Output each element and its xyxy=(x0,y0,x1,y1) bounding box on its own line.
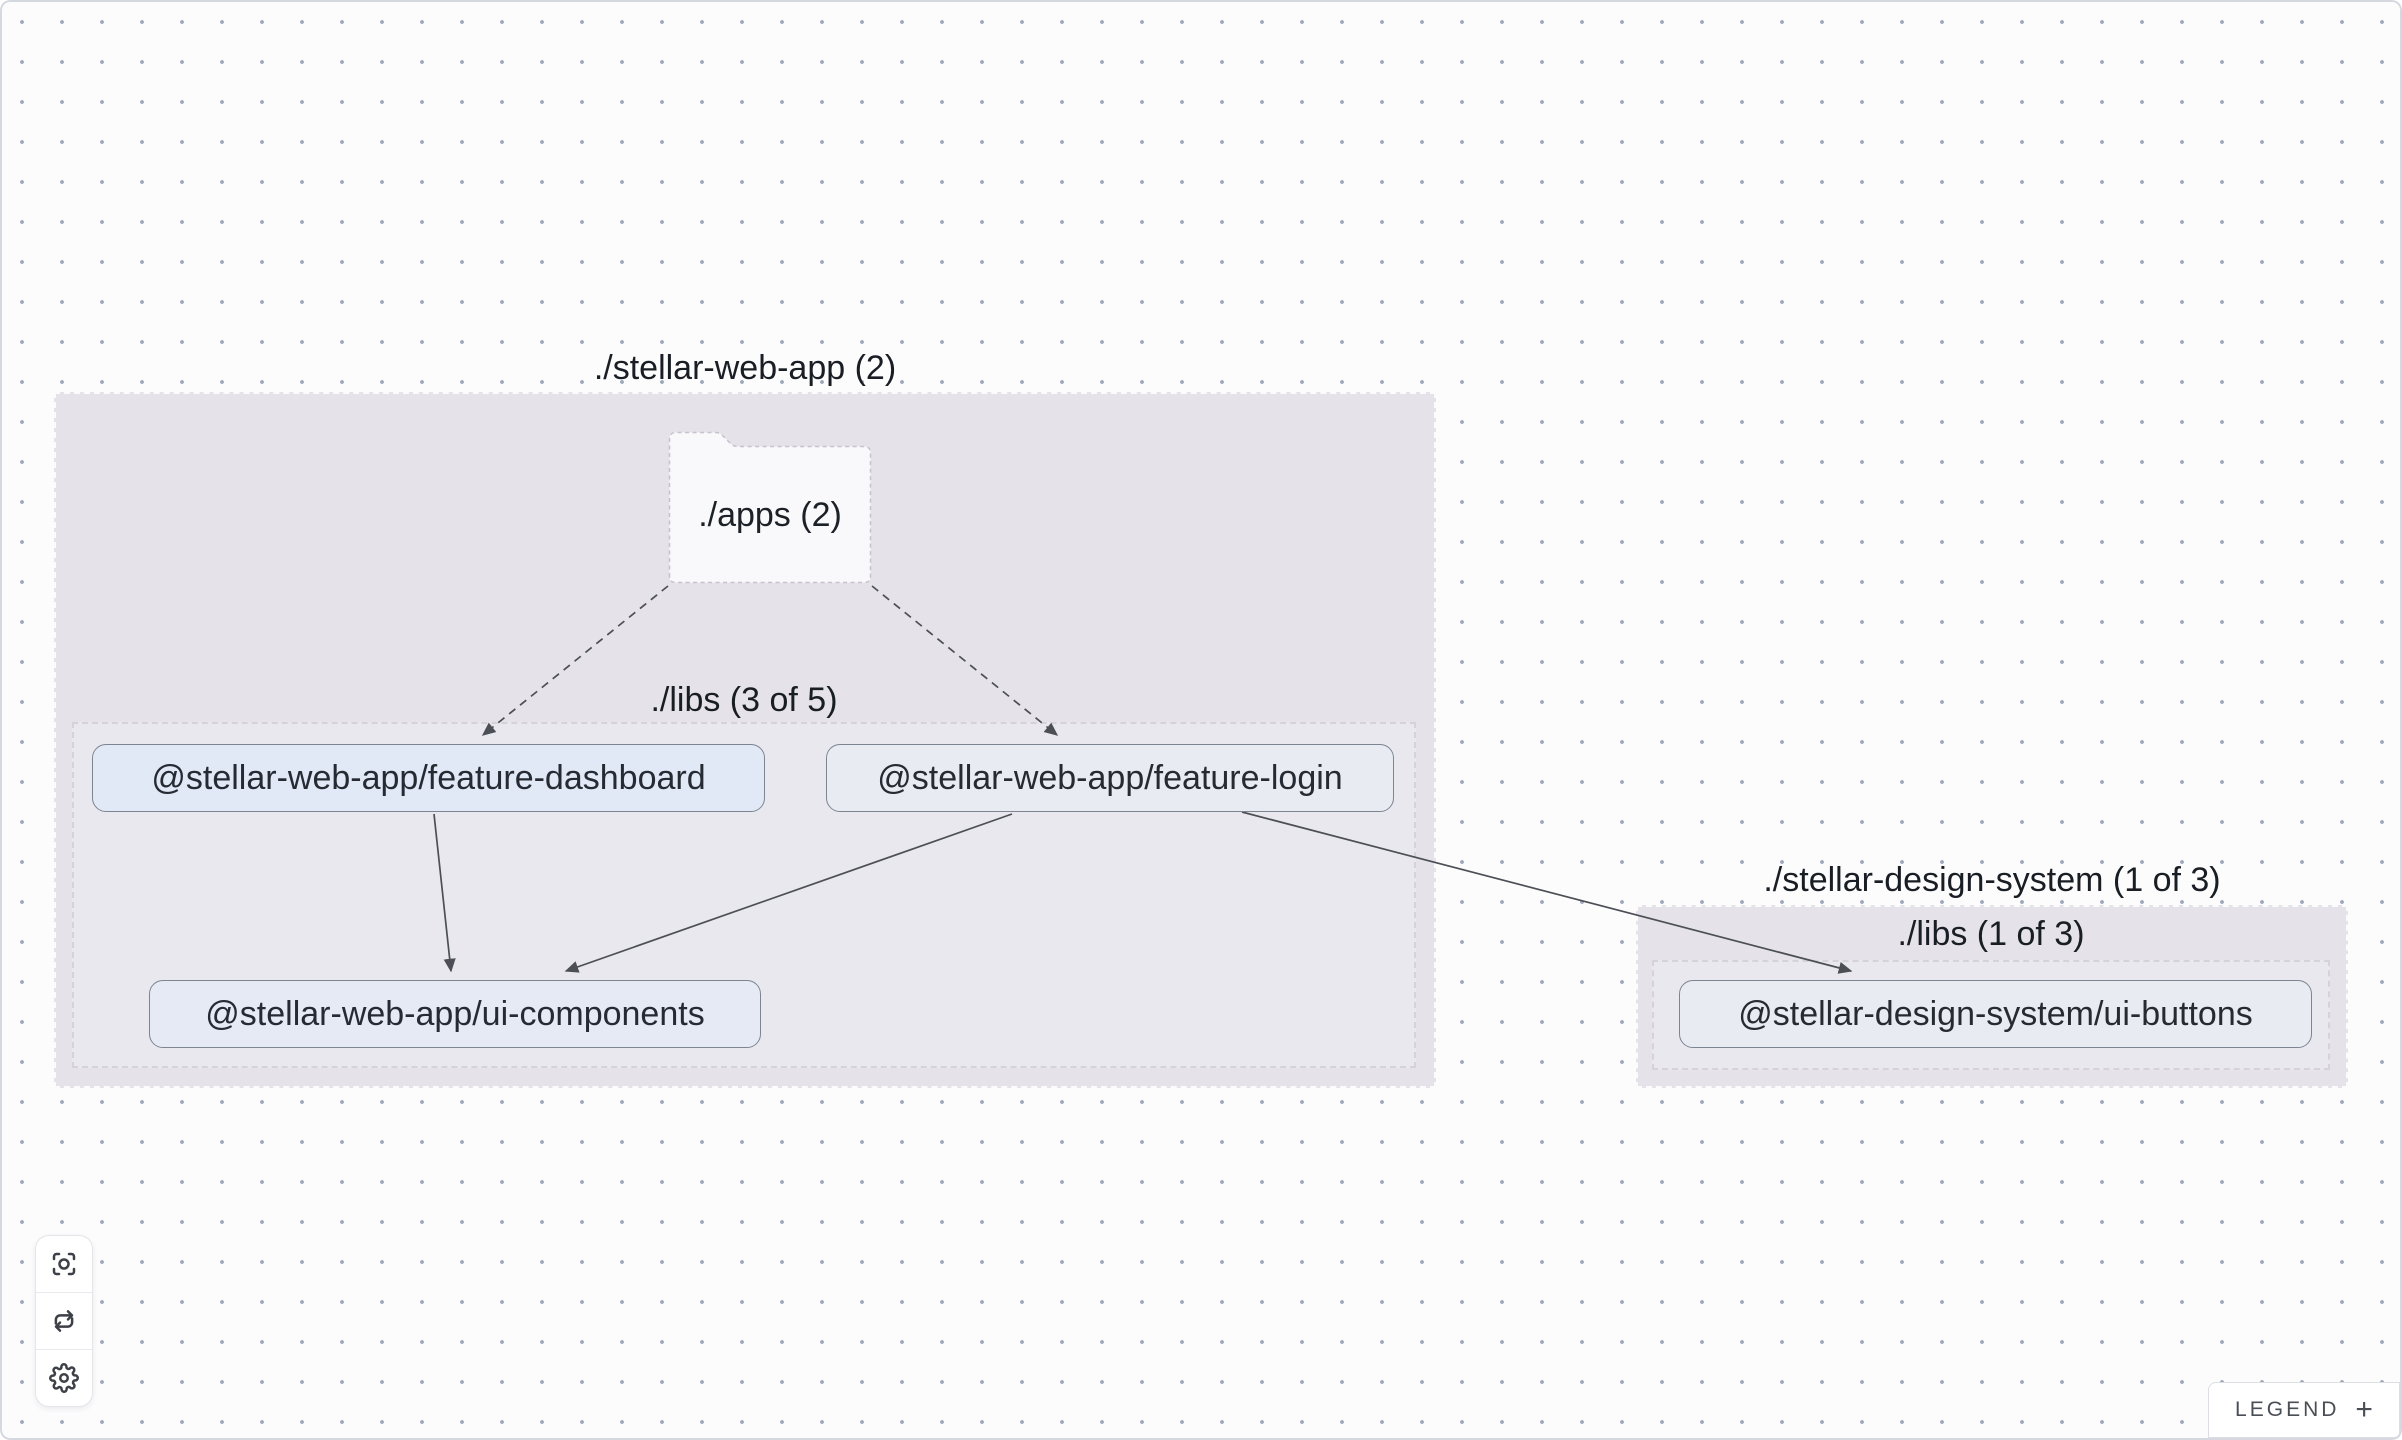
project-node-ui-buttons[interactable]: @stellar-design-system/ui-buttons xyxy=(1679,980,2312,1048)
project-node-feature-login[interactable]: @stellar-web-app/feature-login xyxy=(826,744,1394,812)
subgroup-label-libs-design-system: ./libs (1 of 3) xyxy=(1897,915,2085,953)
legend-toggle[interactable]: LEGEND + xyxy=(2208,1382,2400,1438)
legend-label: LEGEND xyxy=(2235,1398,2340,1421)
folder-node-apps[interactable]: ./apps (2) xyxy=(668,431,872,584)
project-node-feature-dashboard[interactable]: @stellar-web-app/feature-dashboard xyxy=(92,744,765,812)
plus-icon: + xyxy=(2355,1393,2373,1426)
focus-button[interactable] xyxy=(36,1236,92,1292)
refresh-button[interactable] xyxy=(36,1292,92,1349)
canvas-toolbar xyxy=(35,1235,93,1407)
focus-icon xyxy=(52,1252,76,1276)
project-node-ui-components[interactable]: @stellar-web-app/ui-components xyxy=(149,980,761,1048)
settings-button[interactable] xyxy=(36,1349,92,1406)
group-title-stellar-design-system: ./stellar-design-system (1 of 3) xyxy=(1763,861,2221,899)
folder-label: ./apps (2) xyxy=(698,495,842,534)
group-title-stellar-web-app: ./stellar-web-app (2) xyxy=(593,349,897,387)
gear-icon xyxy=(49,1363,79,1393)
refresh-icon xyxy=(54,1310,74,1332)
folder-icon xyxy=(668,431,872,584)
subgroup-label-libs-web-app: ./libs (3 of 5) xyxy=(650,681,838,719)
